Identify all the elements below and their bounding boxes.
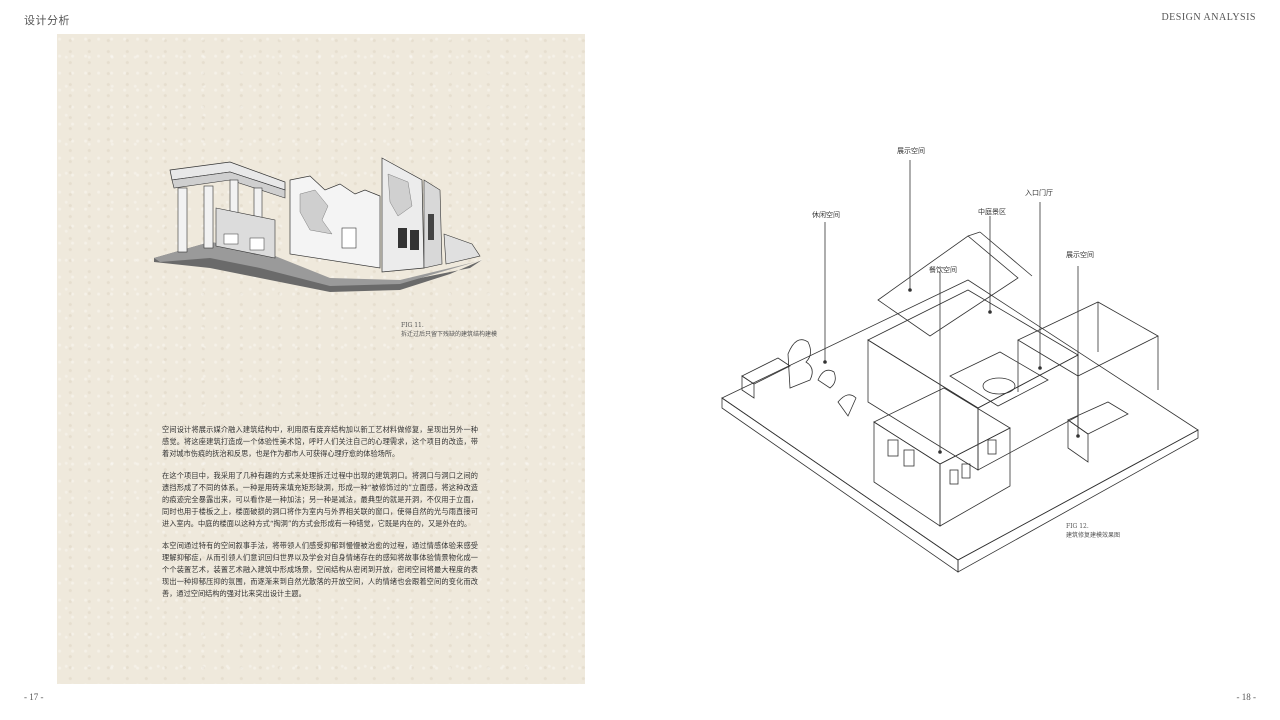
page-number-right: - 18 -: [1236, 692, 1257, 702]
fig12-label: FIG 12.: [1066, 523, 1089, 530]
fig11-caption: FIG 11. 拆迁过后只留下残缺的建筑结构建模: [401, 321, 497, 339]
header-left-title: 设计分析: [24, 14, 70, 27]
body-text: 空间设计将展示媒介融入建筑结构中，利用原有废弃结构加以新工艺材料做修复，呈现出另…: [162, 424, 478, 610]
ruined-building-model: [154, 157, 482, 292]
restored-building-isometric: [721, 160, 1199, 573]
label-courtyard: 中庭景区: [978, 208, 1006, 216]
body-paragraph-2: 在这个项目中，我采用了几种有趣的方式来处理拆迁过程中出现的建筑洞口。将洞口与洞口…: [162, 471, 478, 528]
fig11-label: FIG 11.: [401, 322, 424, 329]
paper-panel: [57, 34, 585, 684]
fig11-caption-text: 拆迁过后只留下残缺的建筑结构建模: [401, 331, 498, 338]
label-exhibit-right: 展示空间: [1066, 251, 1094, 259]
label-exhibit-top: 展示空间: [897, 147, 925, 155]
label-dining: 餐饮空间: [929, 266, 957, 274]
fig12-caption: FIG 12. 建筑修复建模效果图: [1066, 522, 1120, 540]
page-number-left: - 17 -: [24, 692, 44, 702]
header-right-title: DESIGN ANALYSIS: [1161, 12, 1256, 23]
body-paragraph-1: 空间设计将展示媒介融入建筑结构中，利用原有废弃结构加以新工艺材料做修复，呈现出另…: [162, 425, 478, 458]
label-entrance: 入口门厅: [1025, 189, 1053, 197]
body-paragraph-3: 本空间通过特有的空间叙事手法，将带领人们感受抑郁到慢慢被治愈的过程，通过情感体验…: [162, 541, 478, 598]
label-leisure: 休闲空间: [812, 211, 840, 219]
fig12-caption-text: 建筑修复建模效果图: [1066, 532, 1121, 539]
